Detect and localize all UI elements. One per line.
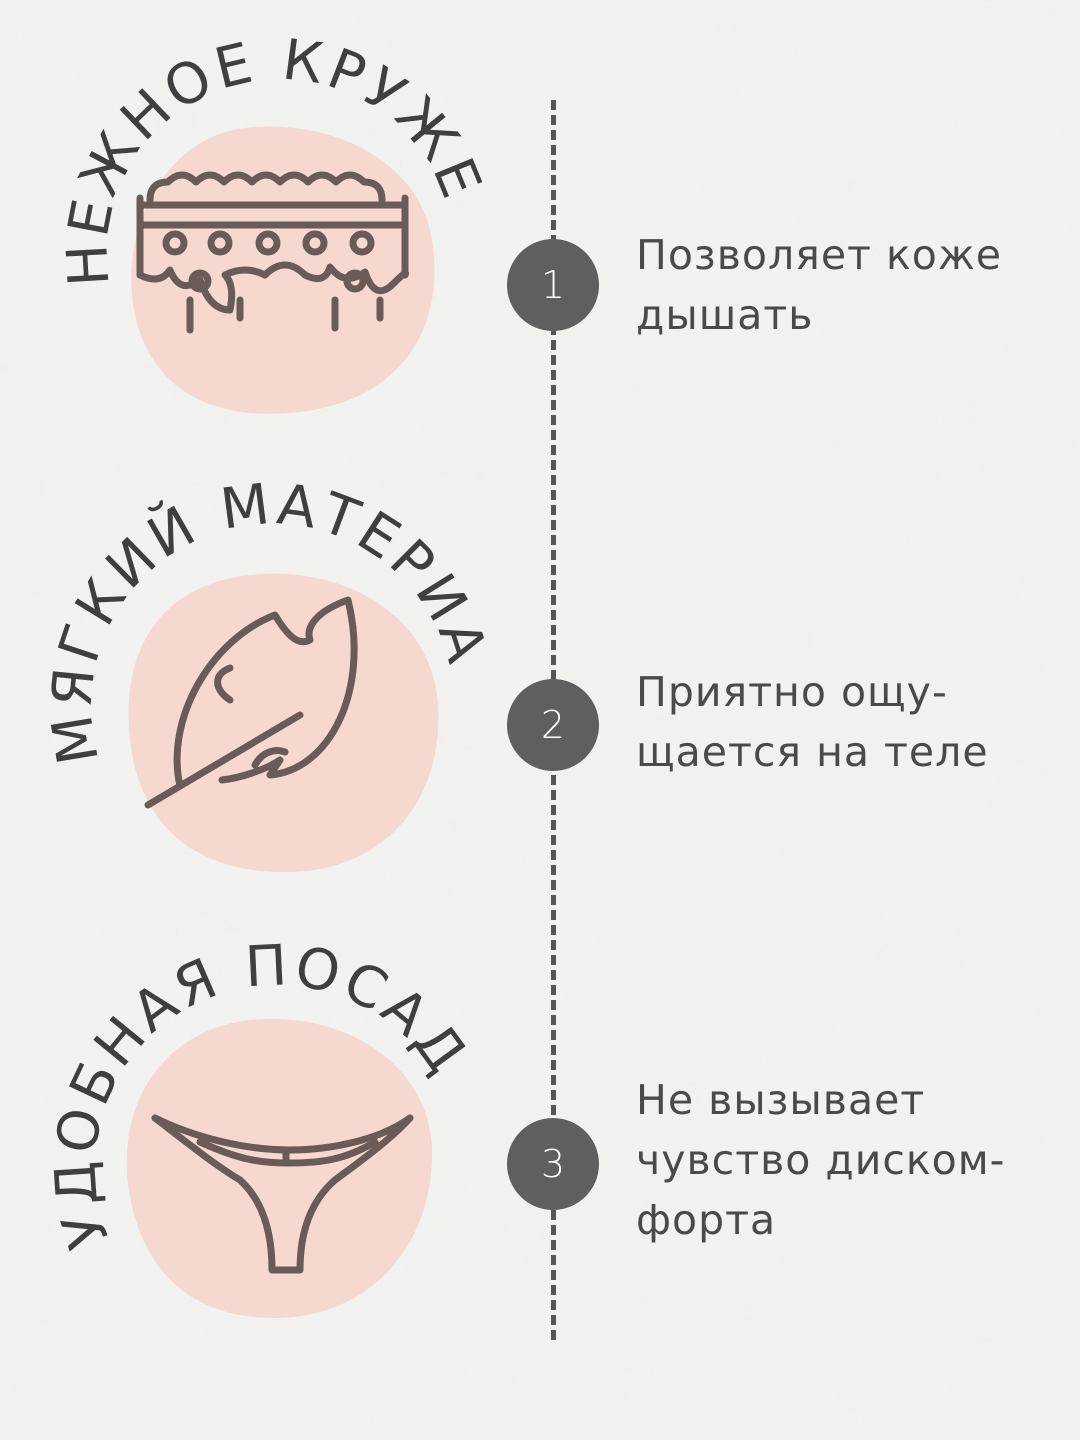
step-number: 3	[540, 1142, 566, 1186]
step-text-line: чувство диском-	[636, 1136, 1006, 1184]
step-number: 1	[540, 263, 566, 307]
step-badge-3: 3	[507, 1118, 599, 1210]
step-text-1: Позволяет коже дышать	[636, 225, 1056, 345]
step-number: 2	[540, 703, 566, 747]
step-text-line: форта	[636, 1196, 777, 1244]
step-text-line: щается на теле	[636, 728, 989, 776]
step-text-2: Приятно ощу- щается на теле	[636, 662, 1056, 782]
step-text-line: Приятно ощу-	[636, 668, 948, 716]
step-text-line: Позволяет коже	[636, 231, 1002, 279]
step-badge-1: 1	[507, 239, 599, 331]
feather-icon	[144, 596, 358, 809]
feature-blob	[131, 126, 435, 414]
step-text-line: дышать	[636, 291, 814, 339]
feature-blob	[126, 1018, 433, 1319]
step-badge-2: 2	[507, 679, 599, 771]
step-text-line: Не вызывает	[636, 1076, 926, 1124]
step-text-3: Не вызывает чувство диском- форта	[636, 1070, 1056, 1250]
feature-lace: НЕЖНОЕ КРУЖЕВО	[0, 0, 491, 414]
lace-icon	[136, 171, 409, 334]
underwear-icon	[151, 1114, 414, 1274]
